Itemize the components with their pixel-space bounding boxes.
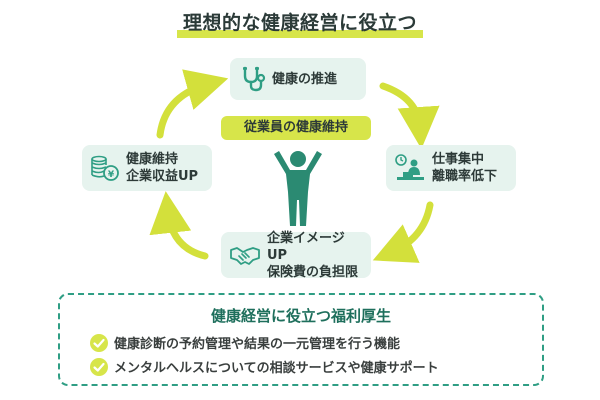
check-circle-icon	[90, 333, 108, 352]
benefit-item: メンタルヘルスについての相談サービスや健康サポート	[90, 357, 439, 376]
node-right-label: 仕事集中 離職率低下	[432, 151, 497, 185]
node-bottom-label: 企業イメージUP 保険費の負担限	[267, 230, 363, 281]
node-corporate-image: 企業イメージUP 保険費の負担限	[221, 230, 371, 281]
center-label: 従業員の健康維持	[221, 116, 371, 140]
arrow-left-to-top	[156, 69, 229, 139]
benefits-panel: 健康経営に役立つ福利厚生 健康診断の予約管理や結果の一元管理を行う機能 メンタル…	[58, 293, 544, 386]
handshake-icon	[229, 242, 261, 268]
node-health-promotion: 健康の推進	[230, 58, 366, 100]
employee-figure-icon	[274, 151, 322, 226]
node-right-line-2: 離職率低下	[432, 169, 498, 184]
node-bottom-line-1: 企業イメージUP	[267, 230, 345, 263]
check-circle-icon	[90, 357, 108, 376]
stethoscope-icon	[240, 65, 266, 93]
node-left-line-2: 企業収益UP	[126, 169, 199, 184]
node-left-line-1: 健康維持	[126, 152, 179, 167]
svg-text:¥: ¥	[108, 170, 115, 180]
node-bottom-line-2: 保険費の負担限	[267, 264, 359, 280]
node-top-line-1: 健康の推進	[272, 71, 338, 87]
office-worker-icon	[394, 153, 426, 183]
node-left-label: 健康維持 企業収益UP	[126, 151, 198, 185]
coin-stack-icon: ¥	[90, 153, 120, 183]
node-right-line-1: 仕事集中	[432, 152, 485, 167]
page-title: 理想的な健康経営に役立つ	[0, 8, 600, 38]
benefits-panel-title: 健康経営に役立つ福利厚生	[210, 307, 391, 325]
arrow-right-to-bottom	[372, 201, 434, 263]
benefit-item: 健康診断の予約管理や結果の一元管理を行う機能	[90, 333, 400, 352]
benefit-item-text: メンタルヘルスについての相談サービスや健康サポート	[114, 361, 439, 376]
node-top-label: 健康の推進	[272, 71, 337, 88]
benefit-item-text: 健康診断の予約管理や結果の一元管理を行う機能	[114, 337, 401, 352]
title-text: 理想的な健康経営に役立つ	[182, 12, 417, 34]
node-health-maintenance: ¥ 健康維持 企業収益UP	[82, 145, 212, 191]
arrow-top-to-right	[379, 82, 440, 149]
node-work-focus: 仕事集中 離職率低下	[386, 145, 516, 191]
arrow-bottom-to-left	[149, 191, 209, 260]
